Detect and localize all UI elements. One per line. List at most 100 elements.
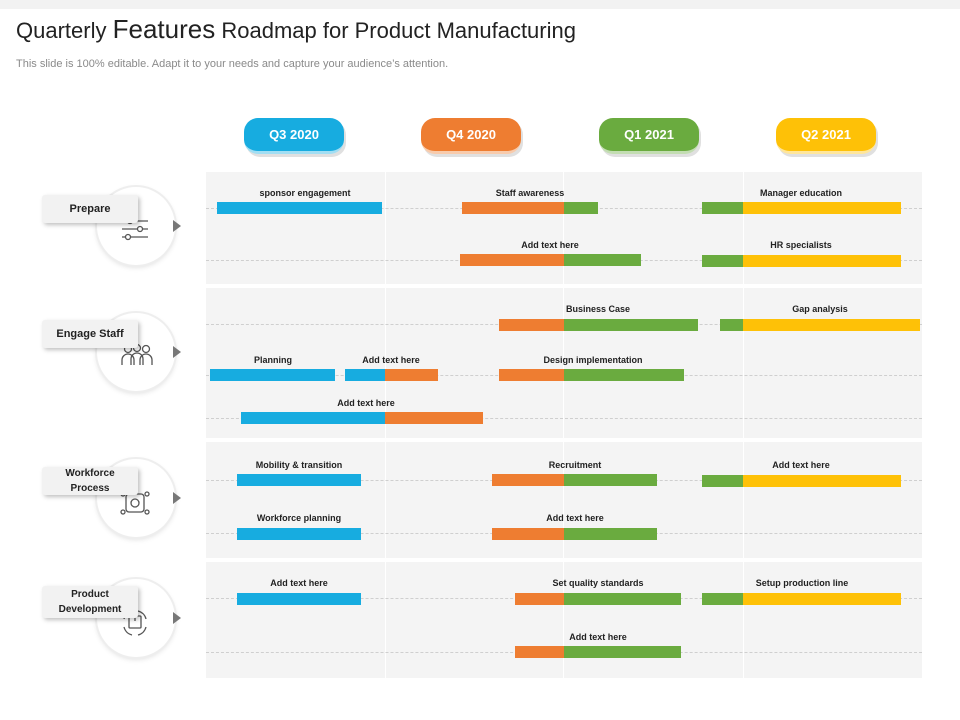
bar-segment-q1 xyxy=(702,475,743,487)
people-icon xyxy=(121,343,153,365)
bar-segment-q2 xyxy=(743,593,901,605)
title-part-3: Roadmap for Product Manufacturing xyxy=(221,18,576,43)
task-bar-add-text xyxy=(460,254,641,266)
band-product-development xyxy=(206,562,922,678)
quarter-label: Q1 2021 xyxy=(624,127,674,142)
task-label: Manager education xyxy=(759,188,843,198)
task-label: Business Case xyxy=(565,304,631,314)
task-bar-design-implementation xyxy=(499,369,684,381)
task-label: Recruitment xyxy=(548,460,602,470)
task-label: Set quality standards xyxy=(552,578,644,588)
bar-segment-q4 xyxy=(499,369,564,381)
category-prepare: Prepare xyxy=(42,195,138,223)
bar-segment-q2 xyxy=(743,255,901,267)
task-label: Design implementation xyxy=(543,355,643,365)
page-subtitle: This slide is 100% editable. Adapt it to… xyxy=(16,58,449,70)
category-engage-staff: Engage Staff xyxy=(42,320,138,348)
bar-segment-q3 xyxy=(241,412,385,424)
bar-segment-q1 xyxy=(564,202,598,214)
task-label: Add text here xyxy=(521,240,579,250)
task-bar-planning xyxy=(210,369,335,381)
quarter-pill-q2-2021: Q2 2021 xyxy=(776,118,876,154)
task-label: Add text here xyxy=(270,578,328,588)
task-label: Gap analysis xyxy=(792,304,848,314)
bar-segment-q3 xyxy=(237,593,361,605)
task-label: Add text here xyxy=(569,632,627,642)
task-label: Setup production line xyxy=(755,578,849,588)
task-bar-staff-awareness xyxy=(462,202,598,214)
task-label: HR specialists xyxy=(770,240,832,250)
task-bar-business-case xyxy=(499,319,698,331)
bar-segment-q4 xyxy=(385,369,438,381)
arrow-right-icon xyxy=(173,220,181,232)
bar-segment-q1 xyxy=(720,319,743,331)
task-label: Add text here xyxy=(362,355,420,365)
bar-segment-q1 xyxy=(564,474,657,486)
task-label: Add text here xyxy=(546,513,604,523)
quarter-pill-q3-2020: Q3 2020 xyxy=(244,118,344,154)
task-bar-sponsor-engagement xyxy=(217,202,382,214)
task-bar-recruitment xyxy=(492,474,657,486)
task-bar-add-text xyxy=(492,528,657,540)
arrow-right-icon xyxy=(173,612,181,624)
bar-segment-q1 xyxy=(564,528,657,540)
page-title: Quarterly Features Roadmap for Product M… xyxy=(16,14,576,45)
bar-segment-q1 xyxy=(702,255,743,267)
bar-segment-q3 xyxy=(345,369,385,381)
quarter-label: Q2 2021 xyxy=(801,127,851,142)
bar-segment-q2 xyxy=(743,202,901,214)
bar-segment-q1 xyxy=(702,202,743,214)
bar-segment-q1 xyxy=(564,319,698,331)
task-bar-mobility-transition xyxy=(237,474,361,486)
quarter-divider xyxy=(385,172,386,678)
top-strip xyxy=(0,0,960,9)
task-bar-manager-education xyxy=(702,202,901,214)
arrow-right-icon xyxy=(173,492,181,504)
bar-segment-q1 xyxy=(564,254,641,266)
title-part-2: Features xyxy=(112,14,216,44)
task-bar-set-quality-standards xyxy=(515,593,681,605)
bar-segment-q1 xyxy=(564,369,684,381)
quarter-label: Q4 2020 xyxy=(446,127,496,142)
bar-segment-q2 xyxy=(743,475,901,487)
bar-segment-q3 xyxy=(210,369,335,381)
bar-segment-q3 xyxy=(237,474,361,486)
quarter-divider xyxy=(743,172,744,678)
title-part-1: Quarterly xyxy=(16,18,107,43)
task-bar-add-text xyxy=(241,412,483,424)
task-label: sponsor engagement xyxy=(259,188,351,198)
task-bar-add-text xyxy=(345,369,438,381)
quarter-divider xyxy=(563,172,564,678)
bar-segment-q4 xyxy=(492,474,564,486)
task-bar-add-text xyxy=(237,593,361,605)
task-label: Workforce planning xyxy=(256,513,342,523)
task-bar-hr-specialists xyxy=(702,255,901,267)
bar-segment-q1 xyxy=(702,593,743,605)
arrow-right-icon xyxy=(173,346,181,358)
bar-segment-q4 xyxy=(492,528,564,540)
bar-segment-q4 xyxy=(462,202,564,214)
bar-segment-q1 xyxy=(564,646,681,658)
bar-segment-q2 xyxy=(743,319,920,331)
quarter-label: Q3 2020 xyxy=(269,127,319,142)
bar-segment-q4 xyxy=(515,646,564,658)
quarter-pill-q1-2021: Q1 2021 xyxy=(599,118,699,154)
task-bar-add-text xyxy=(515,646,681,658)
row-guide xyxy=(206,418,922,419)
task-bar-setup-production-line xyxy=(702,593,901,605)
bar-segment-q4 xyxy=(499,319,564,331)
bar-segment-q3 xyxy=(217,202,382,214)
bar-segment-q1 xyxy=(564,593,681,605)
bar-segment-q3 xyxy=(237,528,361,540)
category-workforce-process: Workforce Process xyxy=(42,467,138,495)
quarter-pill-q4-2020: Q4 2020 xyxy=(421,118,521,154)
task-label: Planning xyxy=(254,355,292,365)
category-product-development: Product Development xyxy=(42,586,138,618)
task-label: Staff awareness xyxy=(495,188,565,198)
task-bar-workforce-planning xyxy=(237,528,361,540)
task-bar-add-text xyxy=(702,475,901,487)
bar-segment-q4 xyxy=(515,593,564,605)
task-label: Mobility & transition xyxy=(255,460,343,470)
bar-segment-q4 xyxy=(460,254,564,266)
task-label: Add text here xyxy=(772,460,830,470)
